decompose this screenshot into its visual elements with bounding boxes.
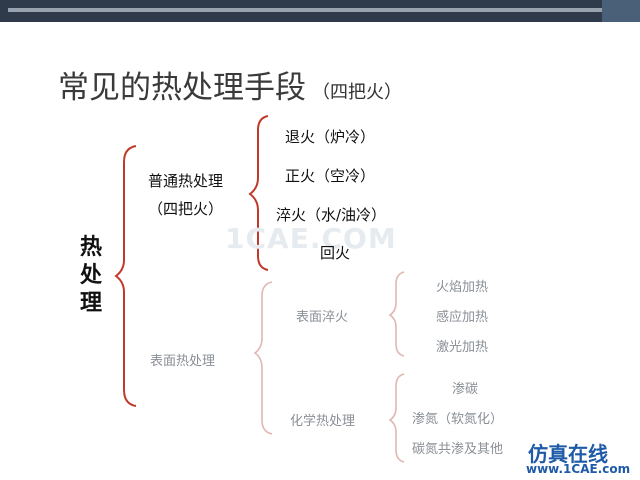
slide-title: 常见的热处理手段 （四把火） bbox=[58, 62, 402, 107]
header-accent-line bbox=[8, 8, 602, 12]
slide-title-main: 常见的热处理手段 bbox=[58, 70, 306, 106]
branch-common-label-line2: （四把火） bbox=[148, 200, 224, 218]
branch-common-label-line1: 普通热处理 bbox=[148, 172, 224, 190]
chem-item-carburize: 渗碳 bbox=[452, 382, 479, 397]
common-item-normalize: 正火（空冷） bbox=[285, 167, 376, 185]
badge-line1: 仿真在线 bbox=[528, 442, 608, 466]
common-item-anneal: 退火（炉冷） bbox=[285, 128, 376, 146]
root-char-3: 理 bbox=[80, 291, 103, 316]
root-char-2: 处 bbox=[80, 263, 103, 288]
common-item-temper: 回火 bbox=[320, 244, 351, 262]
chem-item-carbonitride: 碳氮共渗及其他 bbox=[412, 442, 504, 457]
watermark: 1CAE.COM bbox=[225, 222, 397, 255]
main-brace bbox=[114, 145, 137, 407]
quench-item-laser: 激光加热 bbox=[436, 340, 489, 355]
surface-quench-label: 表面淬火 bbox=[296, 310, 349, 325]
header-corner-block bbox=[602, 0, 640, 22]
slide-title-sub: （四把火） bbox=[312, 82, 402, 103]
surface-brace bbox=[253, 281, 273, 435]
chem-treat-label: 化学热处理 bbox=[290, 414, 356, 429]
site-badge: 仿真在线 www.1CAE.com bbox=[520, 438, 640, 480]
quench-item-induction: 感应加热 bbox=[436, 310, 489, 325]
root-label: 热 处 理 bbox=[80, 234, 102, 318]
chem-item-nitride: 渗氮（软氮化） bbox=[412, 412, 504, 427]
quench-brace bbox=[388, 271, 405, 357]
root-char-1: 热 bbox=[80, 235, 103, 260]
branch-surface-label: 表面热处理 bbox=[150, 354, 216, 369]
top-header-bar bbox=[0, 0, 640, 22]
common-brace bbox=[248, 115, 269, 271]
common-item-quench: 淬火（水/油冷） bbox=[276, 206, 387, 224]
chemical-brace bbox=[388, 373, 405, 463]
quench-item-flame: 火焰加热 bbox=[436, 280, 489, 295]
badge-line2: www.1CAE.com bbox=[526, 462, 631, 476]
